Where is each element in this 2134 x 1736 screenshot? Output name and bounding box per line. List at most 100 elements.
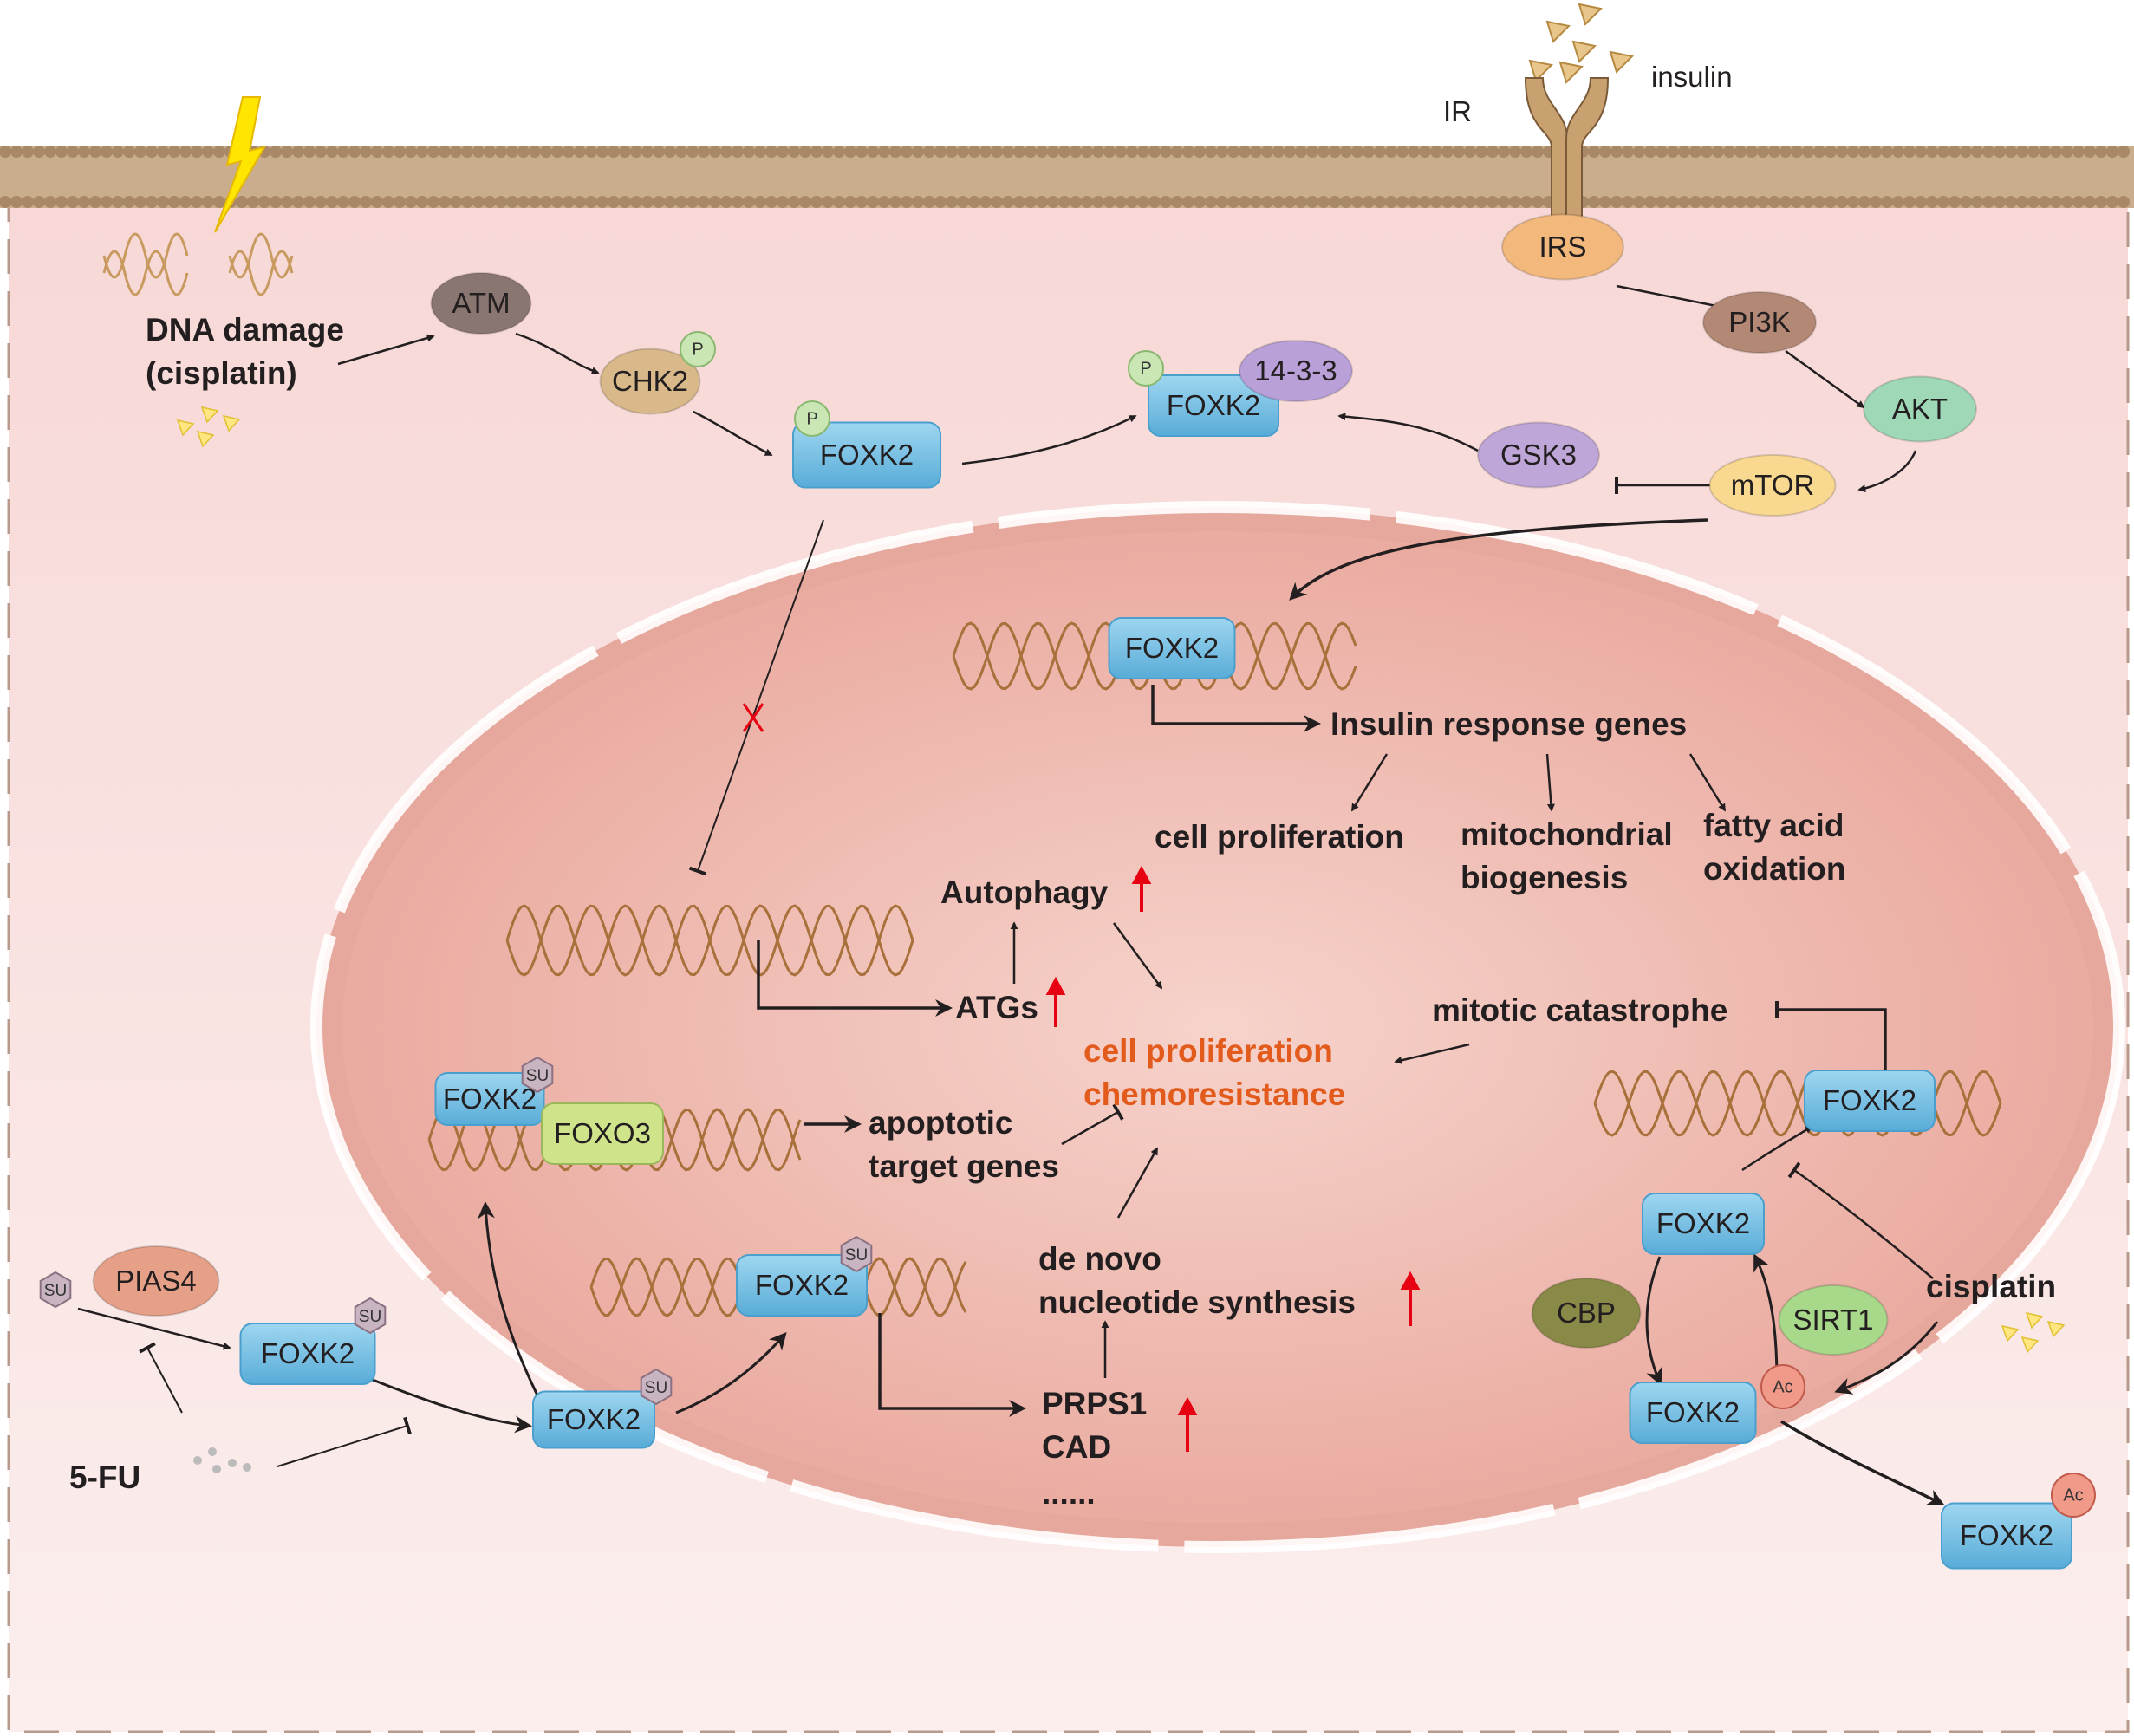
edge-foxk2-1433 [961, 414, 1137, 465]
fatty-acid-label: fatty acid [1703, 808, 1844, 843]
foxk2-exported-node-label: FOXK2 [1960, 1519, 2053, 1551]
foxk2-foxo3-node: FOXK2 [434, 1072, 545, 1126]
insulin-response-label: Insulin response genes [1330, 706, 1687, 742]
phospho-badge-foxk2: P [794, 400, 830, 437]
phospho-badge-1433: P [1128, 350, 1164, 387]
edge-autophagy-outcome [1112, 922, 1163, 990]
block-cross-icon [742, 703, 764, 732]
cisplatin-particles-icon [176, 406, 2066, 1354]
pias4-node-label: PIAS4 [115, 1265, 197, 1297]
pi3k-node-label: PI3K [1728, 306, 1791, 338]
plasma-membrane [0, 146, 2134, 208]
foxo3-node-label: FOXO3 [554, 1117, 651, 1149]
edge-damage-atm [337, 334, 435, 366]
sirt1-node-label: SIRT1 [1793, 1304, 1874, 1336]
prps1-label: PRPS1 [1042, 1386, 1147, 1421]
edge-pi3k-akt [1785, 349, 1865, 409]
edge-export [1780, 1420, 1945, 1505]
sumo-badge-free: SU [39, 1271, 72, 1309]
foxk2-acetylated-node-label: FOXK2 [1646, 1396, 1740, 1428]
insulin-triangle-icon [1609, 50, 1635, 74]
sumo-badge-foxo3-label: SU [526, 1067, 549, 1085]
foxk2-sumo-cyto-node: FOXK2 [239, 1323, 376, 1385]
foxk2-phospho-node: FOXK2 [792, 421, 941, 489]
cisplatin-nuc-label: cisplatin [1926, 1269, 2056, 1304]
damaged-dna-icon [102, 232, 294, 296]
de-novo-label: de novo [1038, 1241, 1161, 1277]
5fu-label: 5-FU [69, 1460, 140, 1495]
chk2-node-label: CHK2 [612, 365, 688, 397]
cisplatin-label: (cisplatin) [146, 355, 297, 391]
insulin-triangle-icon [1571, 40, 1597, 63]
edge-foxk2-mitotic [1775, 1001, 1887, 1075]
up-arrow-icon [1177, 1396, 1198, 1415]
atgs-label: ATGs [955, 990, 1038, 1025]
acetyl-badge-nuc: Ac [1760, 1364, 1805, 1409]
atm-node-label: ATM [452, 287, 510, 319]
edge-5fu-entry [277, 1416, 412, 1467]
foxk2-sumo-entry-node: FOXK2 [532, 1390, 655, 1449]
edge-foxk2-entry [368, 1376, 532, 1434]
lightning-bolt-icon [214, 96, 267, 233]
sumo-badge-free-label: SU [44, 1282, 67, 1300]
sumo-badge-nucleotide: SU [840, 1235, 873, 1273]
sumo-badge-cyto: SU [354, 1297, 387, 1335]
edge-denovo-outcome [1116, 1147, 1159, 1219]
foxk2-exported-node: FOXK2 [1941, 1502, 2072, 1570]
edge-mitotic-outcome [1394, 1043, 1470, 1064]
sumo-badge-foxo3: SU [521, 1056, 554, 1094]
sumo-badge-entry: SU [640, 1368, 673, 1406]
ellipsis-label: ...... [1042, 1475, 1096, 1511]
edge-su-foxk2 [77, 1307, 231, 1350]
protein-1433-node-label: 14-3-3 [1254, 354, 1337, 387]
phospho-badge-chk2: P [680, 331, 716, 367]
foxk2-insulin-node: FOXK2 [1108, 617, 1236, 679]
nuclear-pores [310, 501, 2125, 1553]
biogenesis-label: biogenesis [1461, 860, 1628, 895]
mitotic-catastrophe-label: mitotic catastrophe [1432, 992, 1727, 1028]
insulin-triangle-icon [1578, 3, 1604, 26]
nucleotide-synthesis-label: nucleotide synthesis [1038, 1284, 1356, 1320]
foxk2-nucleotide-node-label: FOXK2 [755, 1269, 849, 1301]
phospho-badge-foxk2-label: P [806, 410, 817, 429]
foxk2-sumo-entry-node-label: FOXK2 [547, 1403, 641, 1435]
cad-label: CAD [1042, 1429, 1111, 1465]
edge-genes-prolif [1350, 753, 1389, 812]
acetyl-badge-nuc-label: Ac [1773, 1378, 1792, 1397]
edge-entry-nucfoxk2 [675, 1331, 787, 1414]
foxk2-mitotic-node-label: FOXK2 [1823, 1084, 1916, 1116]
foxk2-mitotic-node: FOXK2 [1804, 1070, 1936, 1132]
edge-genes-mito [1545, 753, 1555, 812]
edge-dna-atgs [757, 940, 953, 1017]
akt-node: AKT [1863, 375, 1977, 443]
atm-node: ATM [430, 272, 532, 335]
target-genes-label: target genes [869, 1148, 1059, 1184]
edge-foxk2-acetylation [1645, 1256, 1662, 1386]
cbp-node-label: CBP [1557, 1297, 1616, 1329]
foxk2-acetylated-node: FOXK2 [1629, 1382, 1757, 1444]
dna-atgs-helix [505, 904, 914, 977]
edge-cisplatin-block [1787, 1161, 1934, 1279]
mitochondrial-label: mitochondrial [1461, 816, 1673, 852]
acetyl-badge-out: Ac [2051, 1473, 2096, 1518]
phospho-badge-chk2-label: P [692, 341, 703, 360]
edge-foxk2-dna [1741, 1125, 1813, 1172]
ir-label: IR [1443, 95, 1472, 127]
edge-dna-prps1 [878, 1313, 1026, 1417]
edge-akt-mtor [1857, 450, 1917, 492]
foxk2-deacetylated-node: FOXK2 [1642, 1193, 1765, 1255]
edge-apoptotic-outcome [1061, 1103, 1124, 1146]
outcome-proliferation-label: cell proliferation [1083, 1033, 1333, 1069]
apoptotic-label: apoptotic [869, 1105, 1012, 1141]
5fu-particles-icon [193, 1447, 251, 1473]
foxo3-node: FOXO3 [541, 1102, 664, 1165]
cell-proliferation-label: cell proliferation [1155, 819, 1404, 855]
edge-irs-pi3k [1616, 284, 1727, 311]
edges [77, 284, 1945, 1505]
edge-chk2-foxk2 [693, 410, 773, 457]
sumo-badge-nucleotide-label: SU [845, 1246, 868, 1265]
insulin-triangle-icon [1528, 59, 1554, 82]
edge-cisplatin-acetyl [1834, 1321, 1939, 1395]
